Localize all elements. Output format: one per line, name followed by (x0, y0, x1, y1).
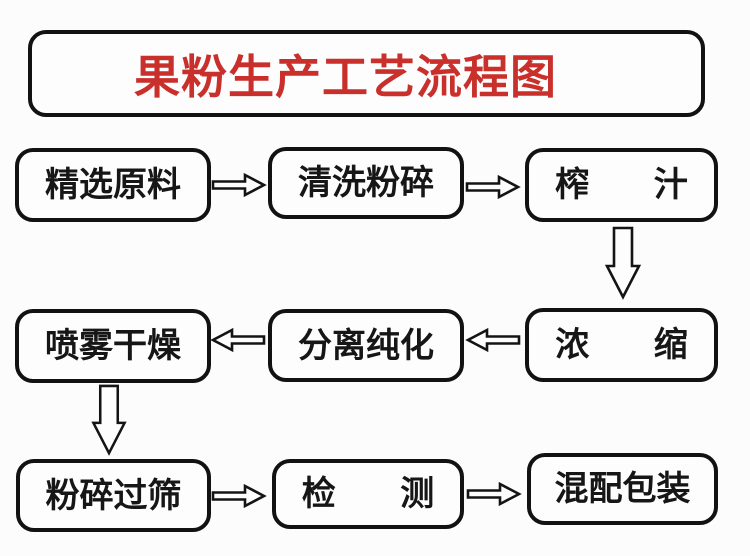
step-box-mix-and-package: 混配包装 (527, 453, 718, 525)
flowchart-title-box: 果粉生产工艺流程图 (28, 30, 705, 117)
arrow-down-icon (91, 384, 127, 456)
arrow-right-icon (465, 174, 521, 200)
flowchart-title: 果粉生产工艺流程图 (134, 50, 557, 103)
step-label: 分离纯化 (298, 326, 434, 365)
step-box-spray-drying: 喷雾干燥 (15, 309, 211, 383)
step-box-crush-and-sieve: 粉碎过筛 (16, 459, 211, 532)
step-label: 喷雾干燥 (45, 327, 181, 365)
step-box-separation-purification: 分离纯化 (268, 309, 464, 382)
step-box-concentration: 浓缩 (525, 308, 718, 382)
arrow-right-icon (466, 481, 522, 507)
step-label: 检测 (301, 475, 499, 513)
step-box-juicing: 榨汁 (525, 148, 718, 222)
step-label: 榨汁 (555, 166, 750, 204)
arrow-right-icon (211, 483, 267, 509)
arrow-left-icon (465, 327, 521, 353)
arrow-down-icon (605, 226, 641, 300)
step-label: 清洗粉碎 (298, 164, 434, 202)
step-box-inspection: 检测 (272, 459, 464, 529)
step-label: 精选原料 (45, 166, 181, 204)
arrow-left-icon (210, 327, 266, 353)
step-label: 混配包装 (554, 470, 691, 508)
step-box-select-raw-materials: 精选原料 (15, 148, 211, 222)
step-label: 粉碎过筛 (45, 476, 182, 515)
arrow-right-icon (211, 172, 267, 198)
step-label: 浓缩 (555, 326, 750, 364)
step-box-wash-and-crush: 清洗粉碎 (268, 147, 464, 219)
